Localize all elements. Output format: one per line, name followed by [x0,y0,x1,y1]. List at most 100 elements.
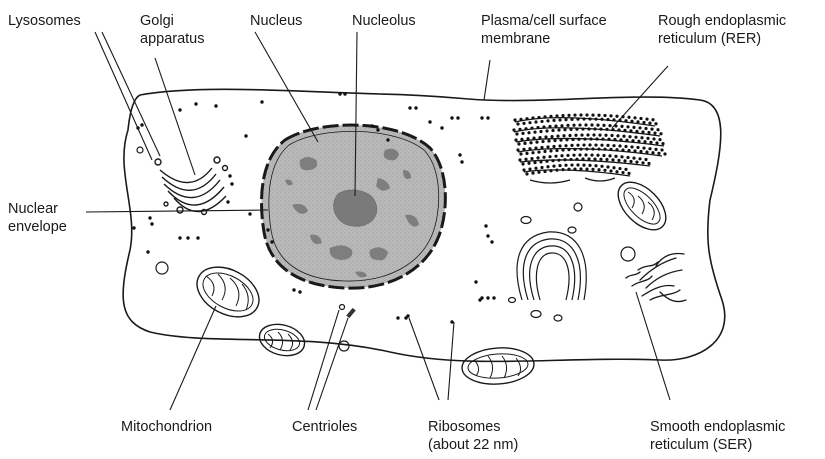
rer-ribosome [649,141,652,144]
rer-ribosome [558,164,561,167]
rer-ribosome [660,148,663,151]
rer-ribosome [567,148,570,151]
ribosome [480,116,483,119]
rer-ribosome [583,137,586,140]
rer-ribosome [578,123,581,126]
label-mitochondrion: Mitochondrion [121,418,212,436]
rer-ribosome [581,127,584,130]
rer-ribosome [543,170,546,173]
rer-ribosome [617,159,620,162]
rer-ribosome [617,128,620,131]
rer-ribosome [608,124,611,127]
ribosome [492,296,495,299]
rer-ribosome [555,149,558,152]
rer-ribosome [654,122,657,125]
rer-ribosome [633,149,636,152]
ribosome [270,240,273,243]
rer-ribosome [647,131,650,134]
ribosome [266,228,269,231]
rer-ribosome [629,129,632,132]
rer-ribosome [591,168,594,171]
rer-ribosome [642,146,645,149]
rer-ribosome [513,118,516,121]
rer-ribosome [606,165,609,168]
rer-ribosome [605,128,608,131]
rer-ribosome [542,156,545,159]
rer-ribosome [640,136,643,139]
rer-ribosome [651,118,654,121]
rer-ribosome [591,113,594,116]
rer-ribosome [645,150,648,153]
ribosome [298,290,301,293]
rer-ribosome [525,152,528,155]
rer-ribosome [582,117,585,120]
rer-ribosome [644,127,647,130]
rer-ribosome [591,147,594,150]
label-nuclear-envelope: Nuclear envelope [8,200,67,236]
rer-ribosome [566,154,569,157]
rer-ribosome [609,148,612,151]
rer-ribosome [627,172,630,175]
rer-ribosome [598,134,601,137]
rer-ribosome [636,146,639,149]
rer-ribosome [527,162,530,165]
rer-ribosome [557,128,560,131]
rer-ribosome [564,144,567,147]
ribosome [343,92,346,95]
rer-ribosome [602,154,605,157]
rer-ribosome [588,164,591,167]
rer-ribosome [538,136,541,139]
rer-ribosome [563,158,566,161]
rer-ribosome [615,115,618,118]
rer-ribosome [524,127,527,130]
rer-ribosome [588,117,591,120]
rer-ribosome [572,154,575,157]
rer-ribosome [534,167,537,170]
rer-ribosome [605,158,608,161]
rer-ribosome [655,141,658,144]
rer-ribosome [632,126,635,129]
rer-ribosome [621,148,624,151]
rer-ribosome [540,120,543,123]
rer-ribosome [631,139,634,142]
rer-ribosome [517,142,520,145]
rer-ribosome [540,166,543,169]
ribosome [150,222,153,225]
rer-ribosome [519,118,522,121]
label-golgi-apparatus: Golgi apparatus [140,12,205,48]
rer-ribosome [531,172,534,175]
rer-ribosome [529,141,532,144]
rer-ribosome [638,126,641,129]
ribosome [230,182,233,185]
rer-ribosome [579,113,582,116]
rer-ribosome [615,148,618,151]
rer-ribosome [590,123,593,126]
rer-ribosome [573,148,576,151]
rer-ribosome [528,121,531,124]
rer-ribosome [544,135,547,138]
rer-ribosome [521,162,524,165]
rer-ribosome [657,152,660,155]
rer-ribosome [635,161,638,164]
rer-ribosome [579,148,582,151]
rer-ribosome [551,129,554,132]
rer-ribosome [593,127,596,130]
rer-ribosome [518,128,521,131]
rer-ribosome [623,129,626,132]
ribosome [486,116,489,119]
ribosome [428,120,431,123]
rer-ribosome [561,168,564,171]
ribosome [406,314,409,317]
rer-ribosome [630,145,633,148]
ribosome [474,280,477,283]
rer-ribosome [537,150,540,153]
rer-ribosome [659,132,662,135]
rer-ribosome [539,160,542,163]
rer-ribosome [533,161,536,164]
rer-ribosome [546,165,549,168]
label-nucleolus: Nucleolus [352,12,416,30]
rer-ribosome [567,114,570,117]
label-smooth-er: Smooth endoplasmic reticulum (SER) [650,418,785,454]
rer-ribosome [552,145,555,148]
rer-ribosome [577,138,580,141]
